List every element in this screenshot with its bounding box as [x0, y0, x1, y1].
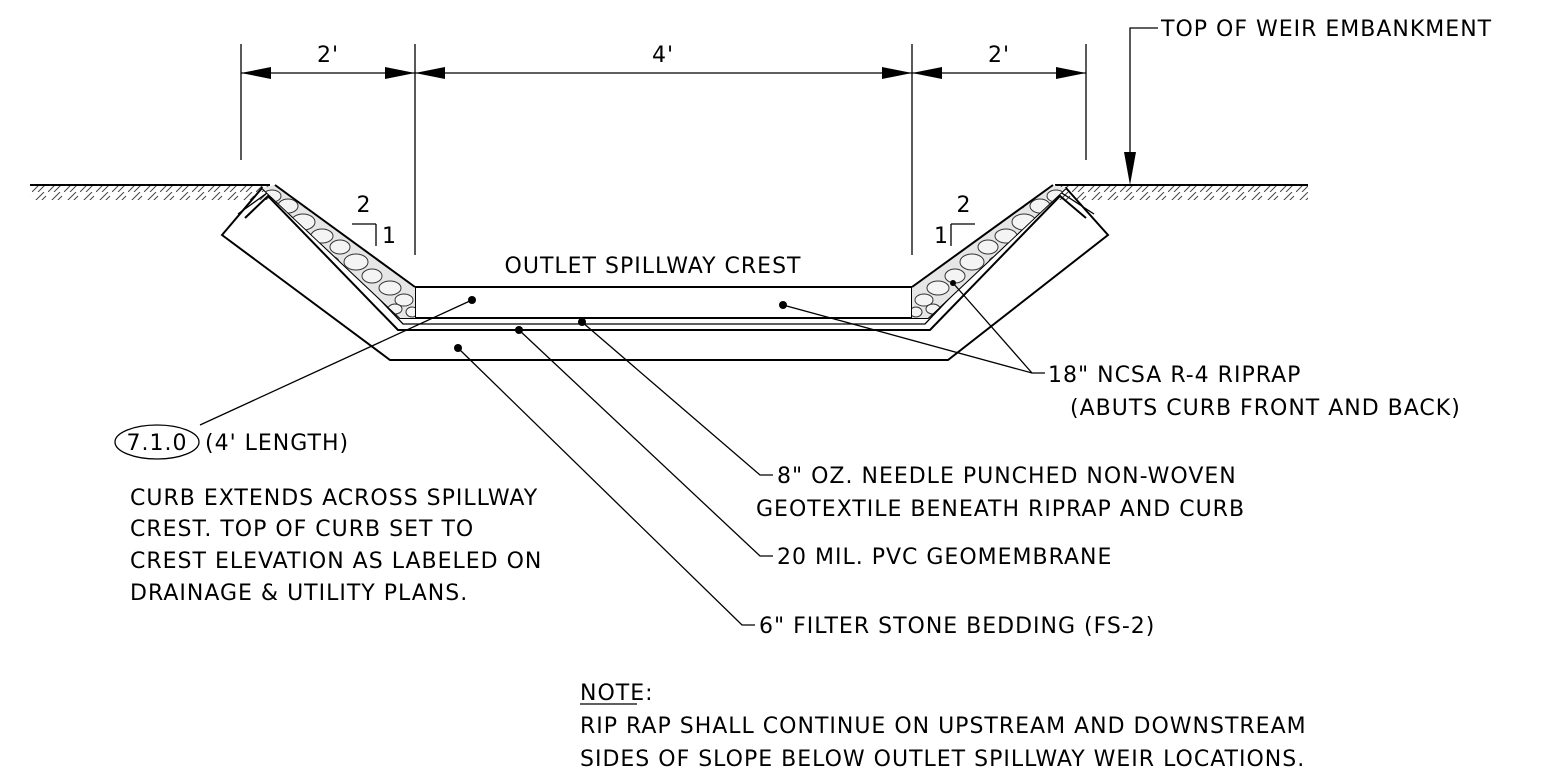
dimension-line-left: [241, 67, 415, 79]
slope-line-right: [911, 184, 1054, 288]
slope-line-left: [274, 184, 416, 288]
ground-hatch-right: [1055, 184, 1308, 200]
leader-line-geotextile: [581, 321, 773, 476]
slope-indicator-right: [950, 223, 975, 246]
curb-note-line: CREST ELEVATION AS LABELED ON: [130, 549, 542, 574]
ground-hatch-left: [30, 184, 270, 200]
dimension-center-label: 4': [652, 43, 674, 68]
top-of-weir-leader: [1124, 27, 1158, 185]
curb: [414, 286, 913, 319]
slope-indicator-left: [352, 223, 377, 246]
geotextile-callout-line1: 8" OZ. NEEDLE PUNCHED NON-WOVEN: [777, 464, 1237, 489]
note-line: RIP RAP SHALL CONTINUE ON UPSTREAM AND D…: [580, 714, 1307, 739]
curb-note-line: CURB EXTENDS ACROSS SPILLWAY: [130, 486, 538, 511]
dimension-line-right: [912, 67, 1086, 79]
detail-tag-ellipse: [114, 424, 200, 460]
dimension-left-label: 2': [317, 43, 339, 68]
riprap-callout-line1: 18" NCSA R-4 RIPRAP: [1048, 363, 1301, 388]
detail-tag-id: 7.1.0: [127, 431, 188, 456]
top-of-weir-label: TOP OF WEIR EMBANKMENT: [1160, 17, 1492, 42]
extension-lines: [240, 44, 1087, 255]
leader-line-curb: [199, 299, 473, 426]
curb-note-line: CREST. TOP OF CURB SET TO: [130, 517, 474, 542]
curb-note: CURB EXTENDS ACROSS SPILLWAY CREST. TOP …: [130, 486, 542, 606]
leader-line-filter-stone: [457, 347, 755, 626]
riprap-callout-line2: (ABUTS CURB FRONT AND BACK): [1070, 396, 1461, 421]
outlet-spillway-crest-label: OUTLET SPILLWAY CREST: [505, 254, 802, 279]
curb-note-line: DRAINAGE & UTILITY PLANS.: [130, 581, 468, 606]
slope-left-rise: 1: [382, 224, 397, 249]
leader-line-riprap-b: [952, 282, 1033, 374]
note-heading: NOTE:: [580, 681, 654, 706]
geomembrane-layer: [244, 194, 1087, 331]
geomembrane-callout: 20 MIL. PVC GEOMEMBRANE: [777, 545, 1112, 570]
riprap-left: [262, 185, 415, 318]
slope-left-run: 2: [357, 193, 372, 218]
detail-tag-length: (4' LENGTH): [205, 431, 349, 456]
leader-line-geomembrane: [518, 329, 773, 557]
filter-stone-callout: 6" FILTER STONE BEDDING (FS-2): [759, 614, 1155, 639]
slope-right-run: 2: [957, 193, 972, 218]
geotextile-callout-line2: GEOTEXTILE BENEATH RIPRAP AND CURB: [756, 497, 1245, 522]
slope-right-rise: 1: [934, 224, 949, 249]
note-line: SIDES OF SLOPE BELOW OUTLET SPILLWAY WEI…: [580, 747, 1305, 772]
dimension-line-center: [415, 67, 912, 79]
dimension-right-label: 2': [988, 43, 1010, 68]
riprap-right: [912, 185, 1066, 318]
